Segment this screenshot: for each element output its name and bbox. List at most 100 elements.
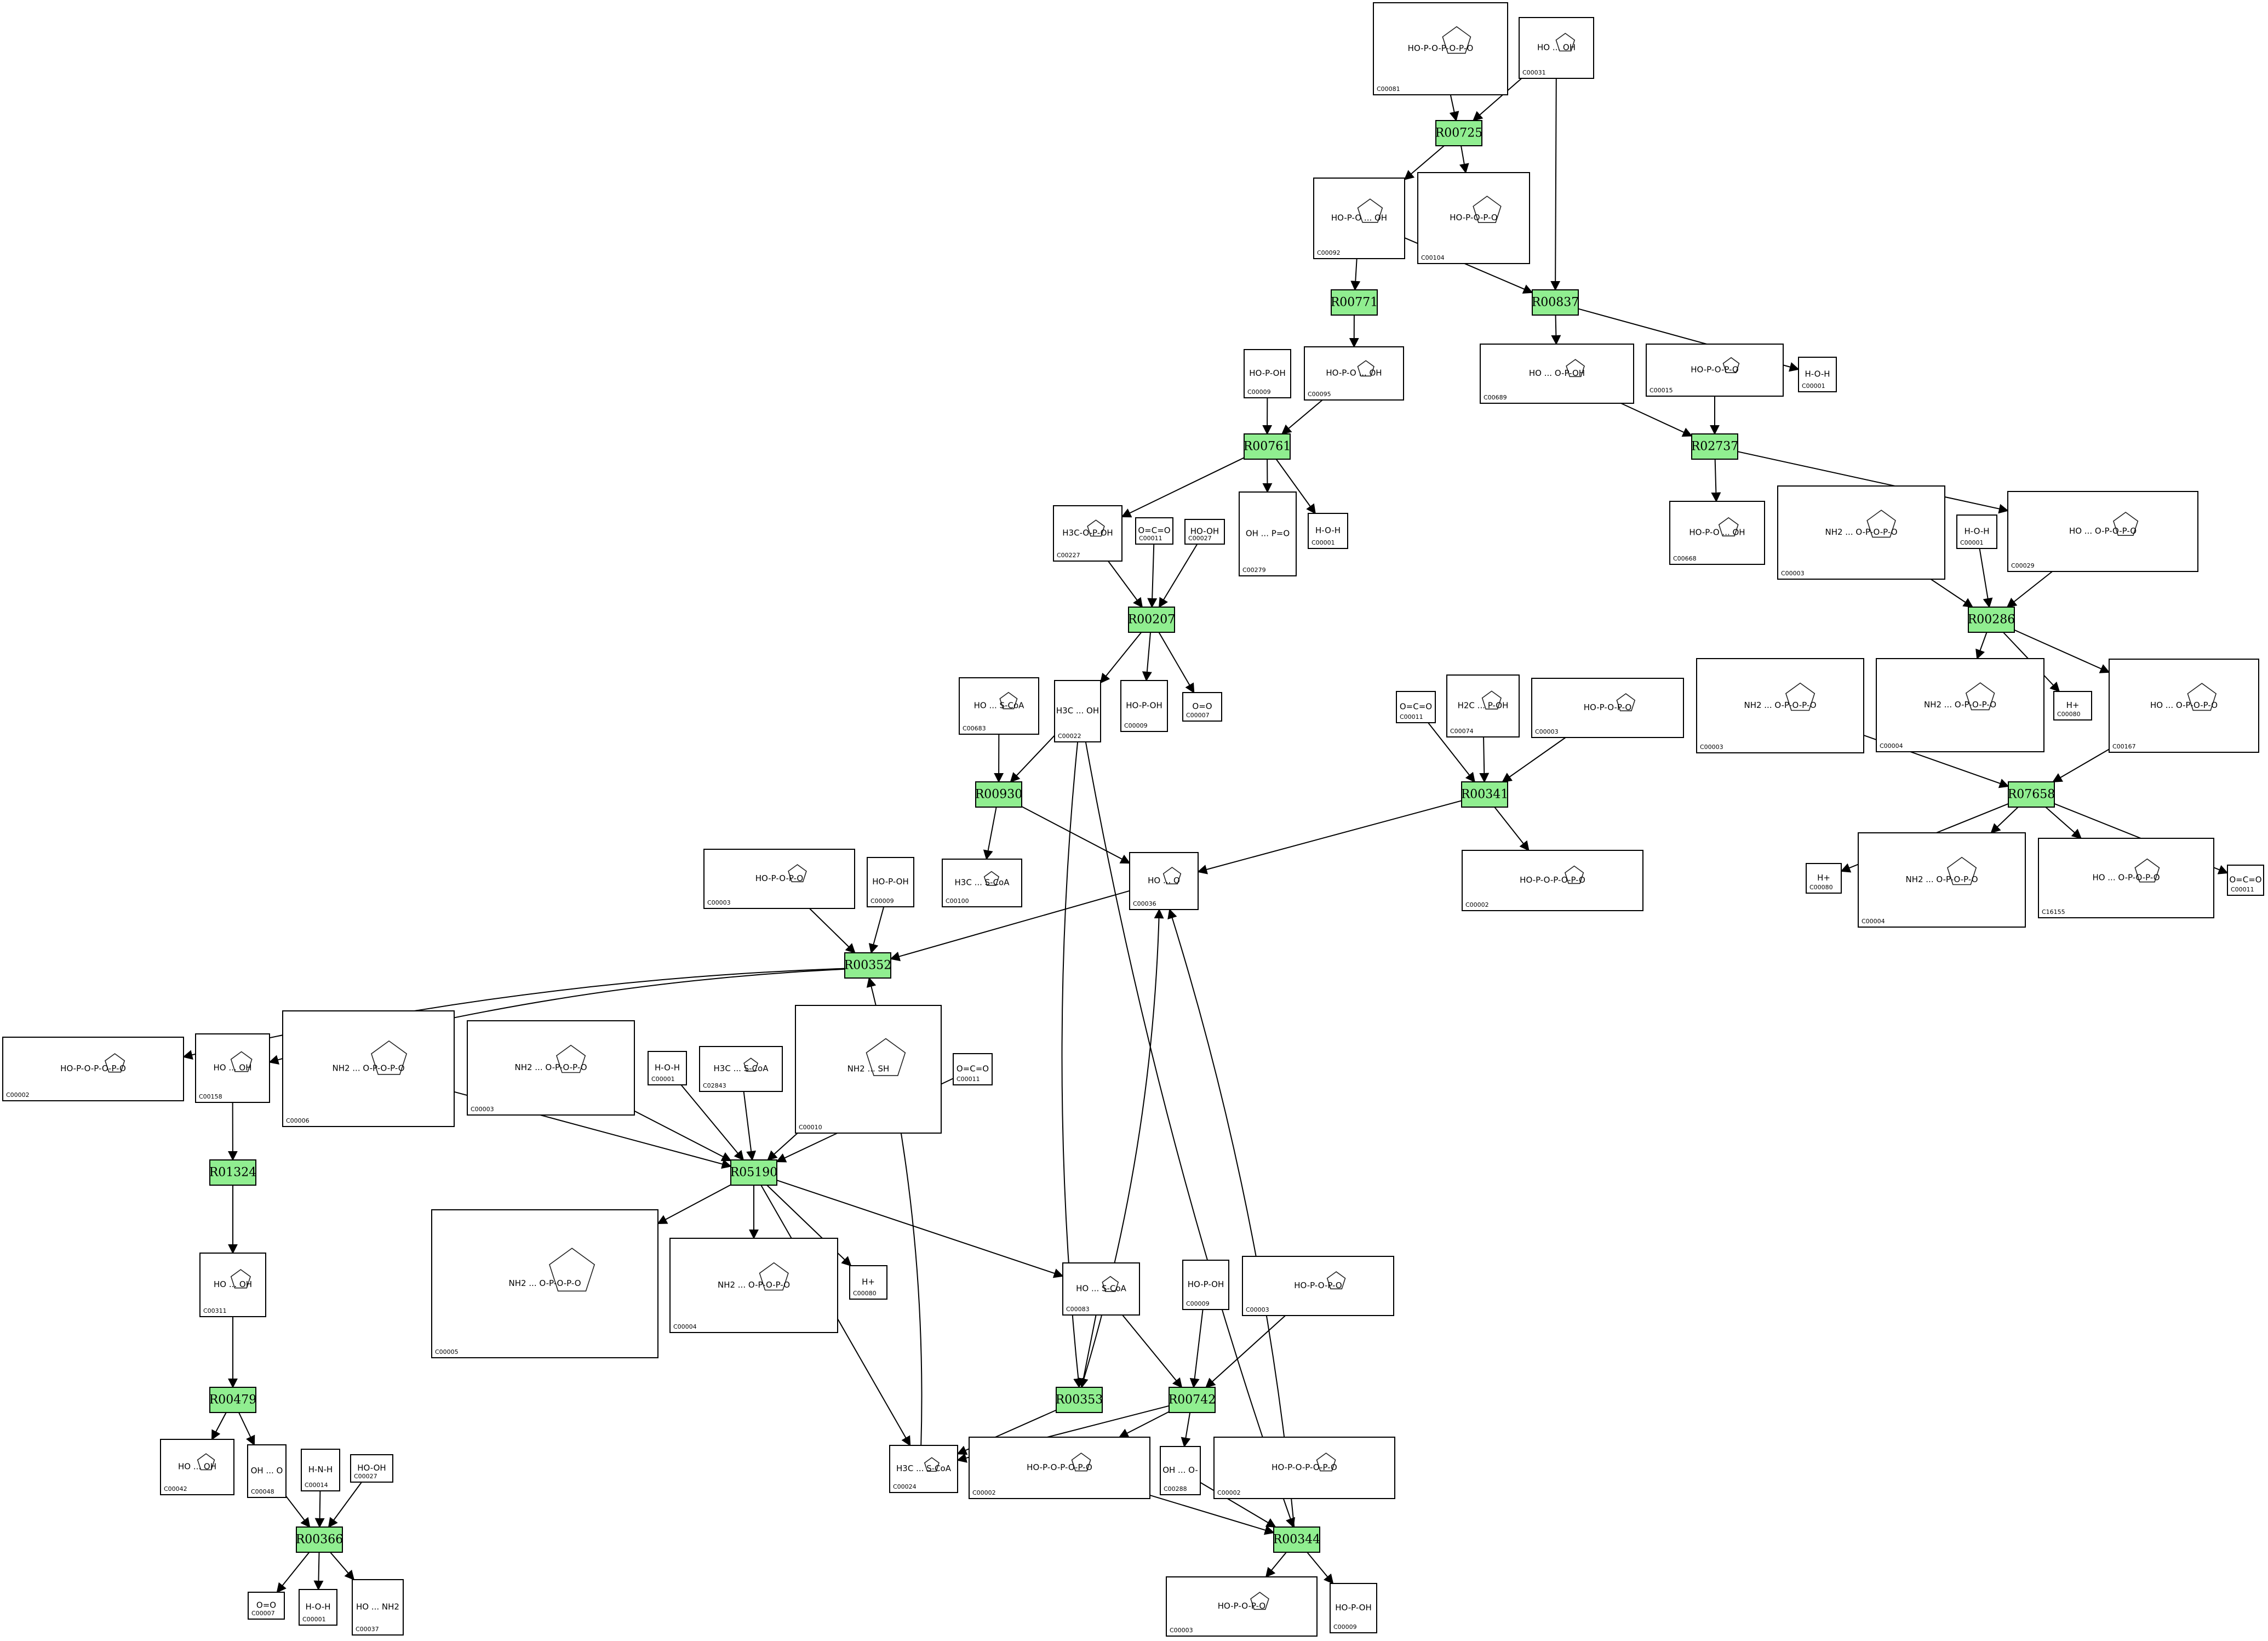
- compound-box[interactable]: [1373, 2, 1508, 95]
- compound-box[interactable]: [1806, 863, 1842, 894]
- reaction-node-r00286[interactable]: R00286: [1968, 607, 2015, 633]
- compound-box[interactable]: [1313, 178, 1405, 259]
- reaction-box[interactable]: [844, 952, 891, 979]
- compound-box[interactable]: [350, 1454, 393, 1483]
- compound-box[interactable]: [195, 1033, 270, 1103]
- compound-box[interactable]: [1054, 680, 1101, 742]
- compound-box[interactable]: [1308, 513, 1348, 549]
- compound-box[interactable]: [2, 1037, 184, 1101]
- compound-box[interactable]: [1160, 1446, 1201, 1495]
- compound-box[interactable]: [299, 1589, 337, 1626]
- compound-box[interactable]: [969, 1437, 1150, 1499]
- compound-box[interactable]: [942, 859, 1022, 907]
- compound-box[interactable]: [1239, 491, 1297, 576]
- compound-box[interactable]: [648, 1051, 687, 1085]
- compound-box[interactable]: [1120, 680, 1168, 732]
- reaction-node-r00725[interactable]: R00725: [1435, 120, 1483, 146]
- compound-box[interactable]: [1858, 832, 2026, 928]
- compound-box[interactable]: [2038, 838, 2214, 918]
- compound-box[interactable]: [953, 1053, 993, 1085]
- compound-box[interactable]: [2109, 659, 2259, 753]
- compound-box[interactable]: [2227, 865, 2264, 896]
- compound-box[interactable]: [1213, 1437, 1395, 1499]
- reaction-box[interactable]: [730, 1159, 777, 1186]
- compound-box[interactable]: [431, 1209, 658, 1358]
- compound-node-c00080_a[interactable]: H+C00080: [2053, 691, 2092, 721]
- reaction-box[interactable]: [1331, 289, 1378, 316]
- compound-box[interactable]: [1304, 346, 1404, 401]
- reaction-node-r00761[interactable]: R00761: [1244, 433, 1291, 460]
- reaction-box[interactable]: [1056, 1387, 1103, 1413]
- reaction-box[interactable]: [1273, 1526, 1320, 1553]
- compound-box[interactable]: [1184, 519, 1225, 545]
- compound-box[interactable]: [1396, 691, 1436, 723]
- reaction-box[interactable]: [2008, 781, 2055, 808]
- compound-box[interactable]: [1242, 1256, 1394, 1316]
- compound-box[interactable]: [247, 1444, 287, 1498]
- compound-box[interactable]: [703, 849, 855, 909]
- compound-box[interactable]: [1446, 674, 1520, 737]
- compound-node-c00288[interactable]: OH ... O-C00288: [1160, 1446, 1201, 1495]
- compound-box[interactable]: [199, 1253, 266, 1317]
- compound-box[interactable]: [1798, 357, 1837, 392]
- reaction-box[interactable]: [209, 1387, 256, 1413]
- reaction-box[interactable]: [1128, 607, 1175, 633]
- compound-node-c00080_c[interactable]: H+C00080: [849, 1265, 887, 1300]
- reaction-node-r00930[interactable]: R00930: [975, 781, 1023, 808]
- compound-box[interactable]: [467, 1020, 635, 1116]
- reaction-node-r07658[interactable]: R07658: [2008, 781, 2055, 808]
- compound-box[interactable]: [1462, 850, 1643, 911]
- compound-box[interactable]: [867, 857, 914, 907]
- compound-box[interactable]: [352, 1579, 404, 1636]
- reaction-node-r02737[interactable]: R02737: [1691, 433, 1739, 460]
- compound-box[interactable]: [1244, 349, 1291, 398]
- compound-box[interactable]: [1531, 678, 1684, 738]
- compound-box[interactable]: [1129, 852, 1199, 910]
- compound-box[interactable]: [282, 1010, 455, 1127]
- compound-box[interactable]: [699, 1046, 783, 1092]
- compound-box[interactable]: [1696, 658, 1864, 753]
- compound-box[interactable]: [2053, 691, 2092, 721]
- compound-box[interactable]: [1777, 485, 1945, 580]
- compound-box[interactable]: [1330, 1583, 1377, 1633]
